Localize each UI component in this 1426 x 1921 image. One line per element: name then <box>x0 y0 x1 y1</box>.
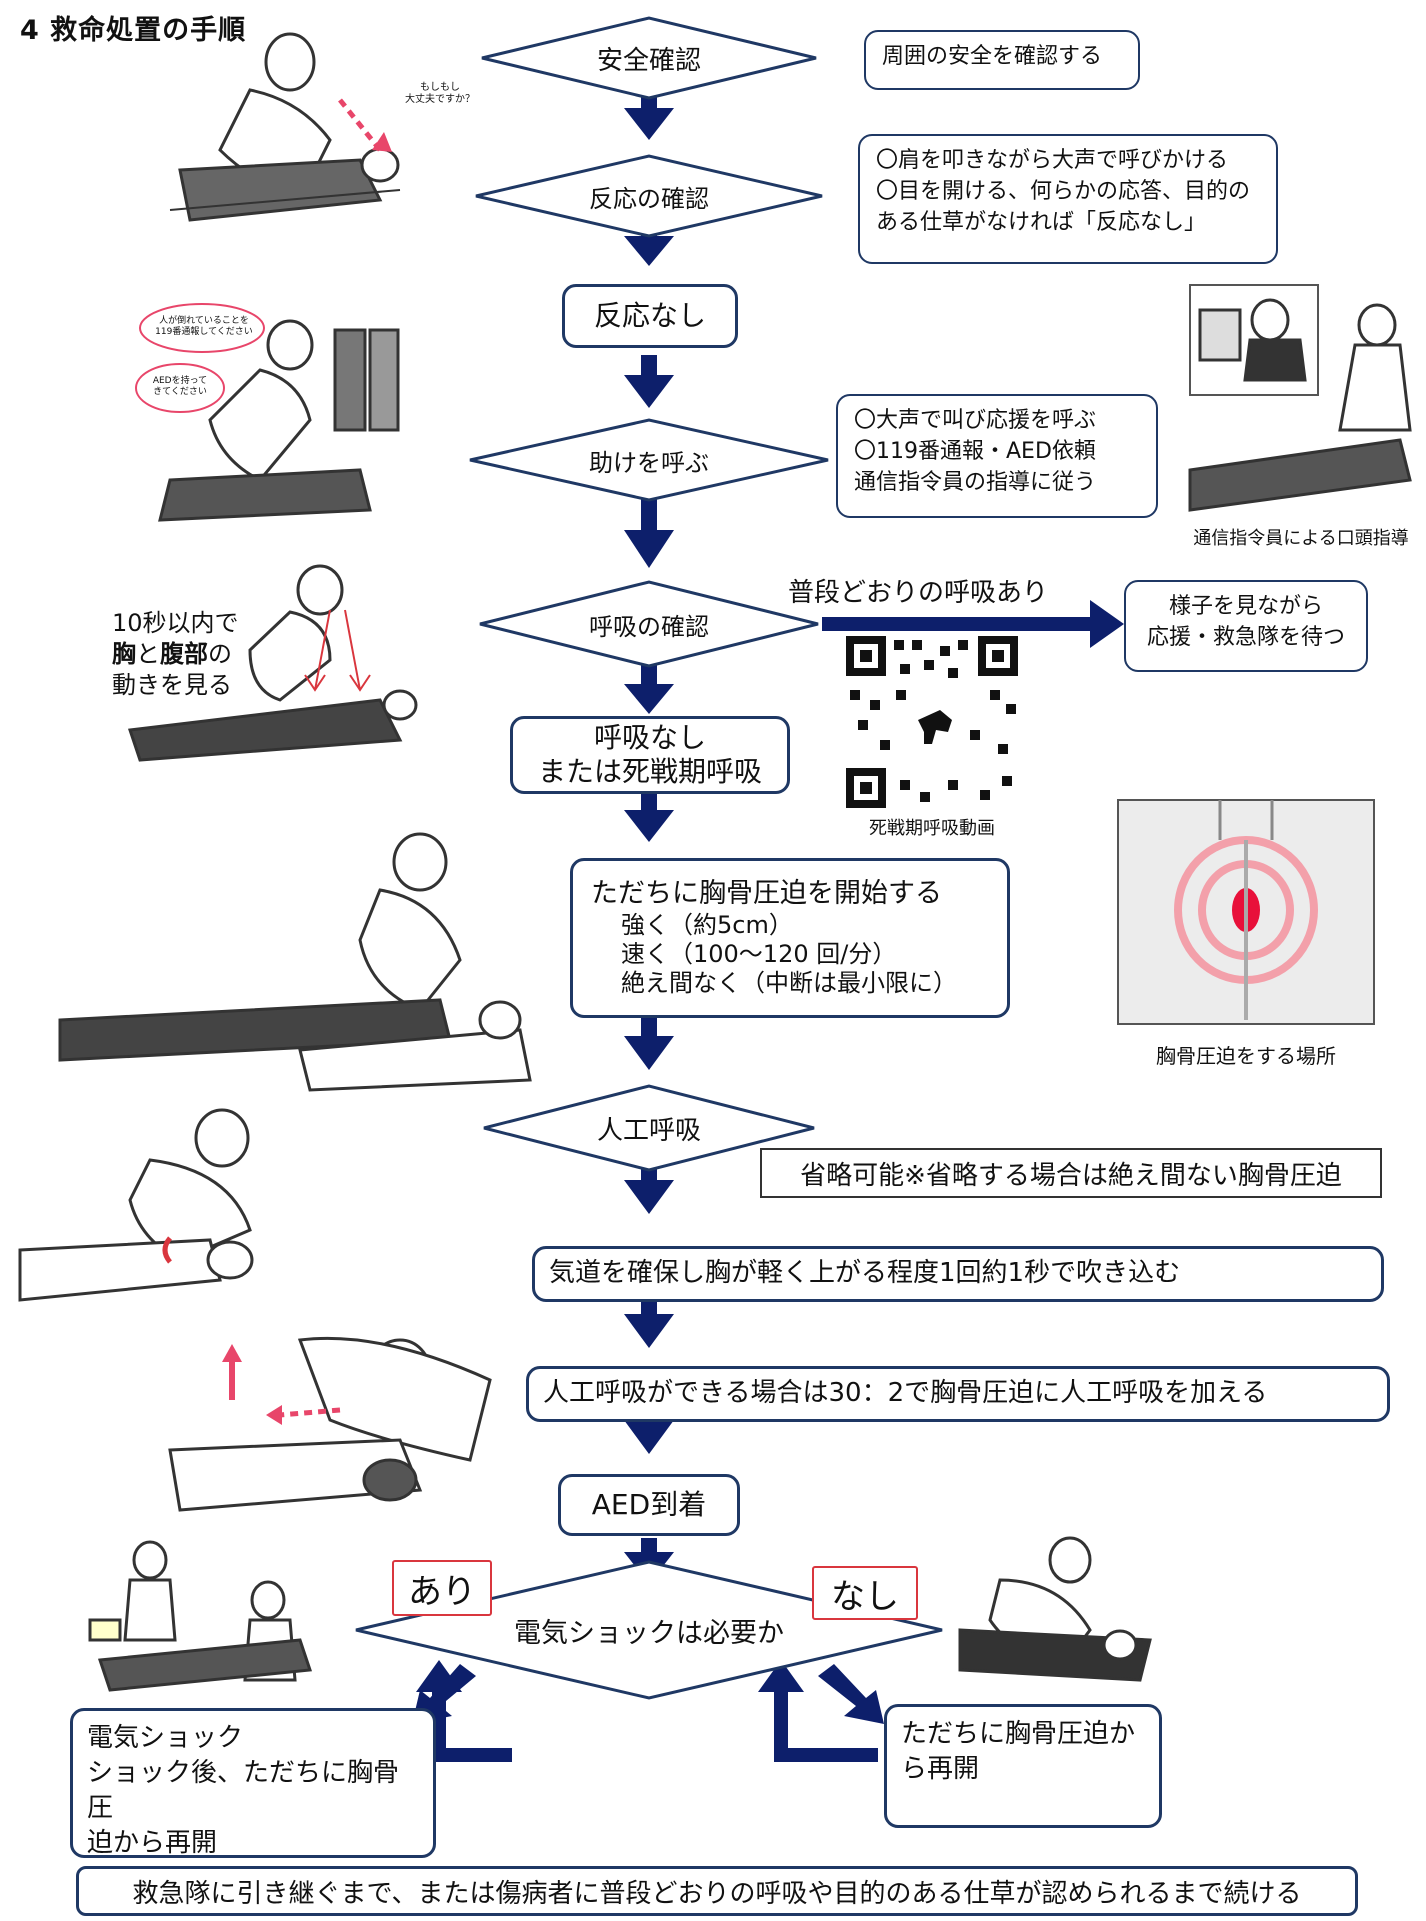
step-airway: 気道を確保し胸が軽く上がる程度1回約1秒で吹き込む <box>532 1246 1384 1302</box>
note-ten-seconds: 10秒以内で 胸と腹部の 動きを見る <box>112 608 239 702</box>
step-no-response-text: 反応なし <box>593 298 706 332</box>
note-help-3: 通信指令員の指導に従う <box>854 469 1097 495</box>
step-ratio: 人工呼吸ができる場合は30：2で胸骨圧迫に人工呼吸を加える <box>526 1366 1390 1422</box>
person-checking-icon <box>169 32 401 222</box>
step-rescue-breath: 人工呼吸 <box>596 1115 701 1146</box>
bubble-call: 人が倒れていることを 119番通報してください <box>146 316 262 338</box>
note-safety-text: 周囲の安全を確認する <box>882 44 1103 69</box>
caption-compression-site: 胸骨圧迫をする場所 <box>1156 1044 1336 1068</box>
bubble-hello: もしもし 大丈夫ですか？ <box>390 82 490 106</box>
step-shock-needed: 電気ショックは必要か <box>514 1617 784 1649</box>
note-response-1: 〇肩を叩きながら大声で呼びかける <box>876 148 1229 173</box>
bubble-call-2: 119番通報してください <box>155 326 253 337</box>
note-abdomen: 腹部 <box>160 640 208 669</box>
shock-yes-line2: ショック後、ただちに胸骨圧 <box>87 1758 400 1824</box>
shock-yes-line1: 電気ショック <box>87 1723 244 1753</box>
diamond-rescue-breath <box>483 1084 815 1172</box>
step-final: 救急隊に引き継ぐまで、または傷病者に普段どおりの呼吸や目的のある仕草が認められる… <box>76 1866 1358 1916</box>
note-safety: 周囲の安全を確認する <box>864 30 1140 90</box>
step-no-response: 反応なし <box>562 284 738 348</box>
compression-continuous: 絶え間なく（中断は最小限に） <box>621 969 957 998</box>
caption-qr: 死戦期呼吸動画 <box>869 818 995 839</box>
diamond-call-help <box>469 418 829 502</box>
note-response-3: ある仕草がなければ「反応なし」 <box>876 209 1207 235</box>
bubble-aed-1: AEDを持って <box>152 376 208 386</box>
airway-icon <box>18 1108 254 1302</box>
step-safety: 安全確認 <box>596 45 701 76</box>
person-calling-icon <box>135 303 400 522</box>
diamond-safety <box>481 16 817 100</box>
note-response-2: 〇目を開ける、何らかの応答、目的の <box>876 178 1251 204</box>
step-aed-arrival: AED到着 <box>558 1474 740 1536</box>
illustrations <box>18 32 1412 1692</box>
step-breathing-check: 呼吸の確認 <box>589 612 709 641</box>
diamond-breathing <box>479 580 819 668</box>
bubble-aed-2: きてください <box>153 386 207 397</box>
shock-yes-line3: 迫から再開 <box>87 1828 218 1859</box>
step-compression: ただちに胸骨圧迫を開始する 強く（約5cm） 速く（100～120 回/分） 絶… <box>570 858 1010 1018</box>
chest-diagram-icon <box>1117 799 1375 1025</box>
shock-no-line2: ら再開 <box>901 1754 980 1785</box>
step-aed-arrival-text: AED到着 <box>591 1487 707 1521</box>
step-no-breathing-line1: 呼吸なし <box>593 720 706 754</box>
bubble-aed: AEDを持って きてください <box>140 376 220 398</box>
step-airway-text: 気道を確保し胸が軽く上がる程度1回約1秒で吹き込む <box>549 1258 1181 1289</box>
badge-no: なし <box>812 1566 918 1620</box>
step-response-check: 反応の確認 <box>589 184 709 213</box>
step-final-text: 救急隊に引き継ぐまで、または傷病者に普段どおりの呼吸や目的のある仕草が認められる… <box>132 1878 1302 1909</box>
caption-dispatcher: 通信指令員による口頭指導 <box>1193 528 1409 549</box>
note-help-1: 〇大声で叫び応援を呼ぶ <box>854 408 1097 433</box>
note-ten-sec-3: 動きを見る <box>112 671 232 700</box>
step-no-breathing-line2: または死戦期呼吸 <box>537 755 762 788</box>
diamond-shock <box>355 1560 943 1700</box>
note-response: 〇肩を叩きながら大声で呼びかける 〇目を開ける、何らかの応答、目的の ある仕草が… <box>858 134 1278 264</box>
step-no-breathing: 呼吸なし または死戦期呼吸 <box>510 716 790 794</box>
cpr-resume-icon <box>958 1536 1152 1682</box>
step-call-help: 助けを呼ぶ <box>589 448 709 477</box>
bubble-hello-1: もしもし <box>420 82 460 93</box>
breathing-check-icon <box>127 564 418 762</box>
badge-yes: あり <box>392 1560 492 1616</box>
bubble-call-1: 人が倒れていることを <box>159 316 249 326</box>
note-wait-2: 応援・救急隊を待つ <box>1146 624 1345 650</box>
step-shock-yes: 電気ショック ショック後、ただちに胸骨圧 迫から再開 <box>70 1708 436 1858</box>
step-ratio-text: 人工呼吸ができる場合は30：2で胸骨圧迫に人工呼吸を加える <box>543 1378 1268 1409</box>
bubble-hello-2: 大丈夫ですか？ <box>405 94 475 105</box>
note-call-help: 〇大声で叫び応援を呼ぶ 〇119番通報・AED依頼 通信指令員の指導に従う <box>836 394 1158 518</box>
branch-normal-breathing: 普段どおりの呼吸あり <box>788 578 1049 608</box>
decision-diamonds <box>355 16 943 1700</box>
aed-scene-icon <box>88 1540 313 1692</box>
cpr-icon <box>58 832 532 1092</box>
qr-code-icon <box>846 636 1018 808</box>
note-wait: 様子を見ながら 応援・救急隊を待つ <box>1124 580 1368 672</box>
page-title: 4 救命処置の手順 <box>20 15 247 46</box>
note-skip: 省略可能※省略する場合は絶え間ない胸骨圧迫 <box>760 1148 1382 1198</box>
note-of: の <box>208 640 232 669</box>
note-and: と <box>136 640 160 669</box>
diamond-response <box>475 154 823 238</box>
note-help-2: 〇119番通報・AED依頼 <box>854 438 1096 464</box>
compression-strong: 強く（約5cm） <box>621 910 793 939</box>
note-chest: 胸 <box>112 640 136 669</box>
shock-no-line1: ただちに胸骨圧迫か <box>901 1719 1136 1749</box>
note-skip-text: 省略可能※省略する場合は絶え間ない胸骨圧迫 <box>800 1160 1342 1191</box>
compression-fast: 速く（100～120 回/分） <box>621 939 897 968</box>
step-shock-no: ただちに胸骨圧迫か ら再開 <box>884 1704 1162 1828</box>
compression-title: ただちに胸骨圧迫を開始する <box>591 877 942 909</box>
note-ten-sec-1: 10秒以内で <box>112 609 239 637</box>
dispatcher-icon <box>1188 284 1412 512</box>
mouth-to-mouth-icon <box>168 1336 492 1512</box>
note-wait-1: 様子を見ながら <box>1168 594 1323 619</box>
